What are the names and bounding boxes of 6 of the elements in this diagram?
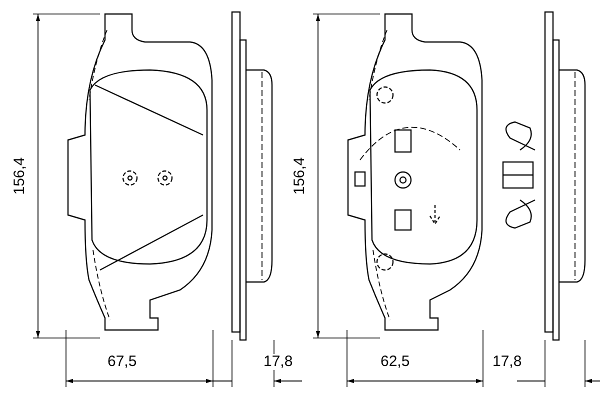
dimension-label: 156,4 — [292, 156, 308, 196]
dimension-label: 62,5 — [380, 354, 411, 370]
dimension-label: 17,8 — [262, 354, 294, 370]
dimension-label: 67,5 — [106, 354, 138, 370]
dimension-label: 156,4 — [12, 156, 28, 196]
dimension-label: 17,8 — [492, 354, 523, 370]
